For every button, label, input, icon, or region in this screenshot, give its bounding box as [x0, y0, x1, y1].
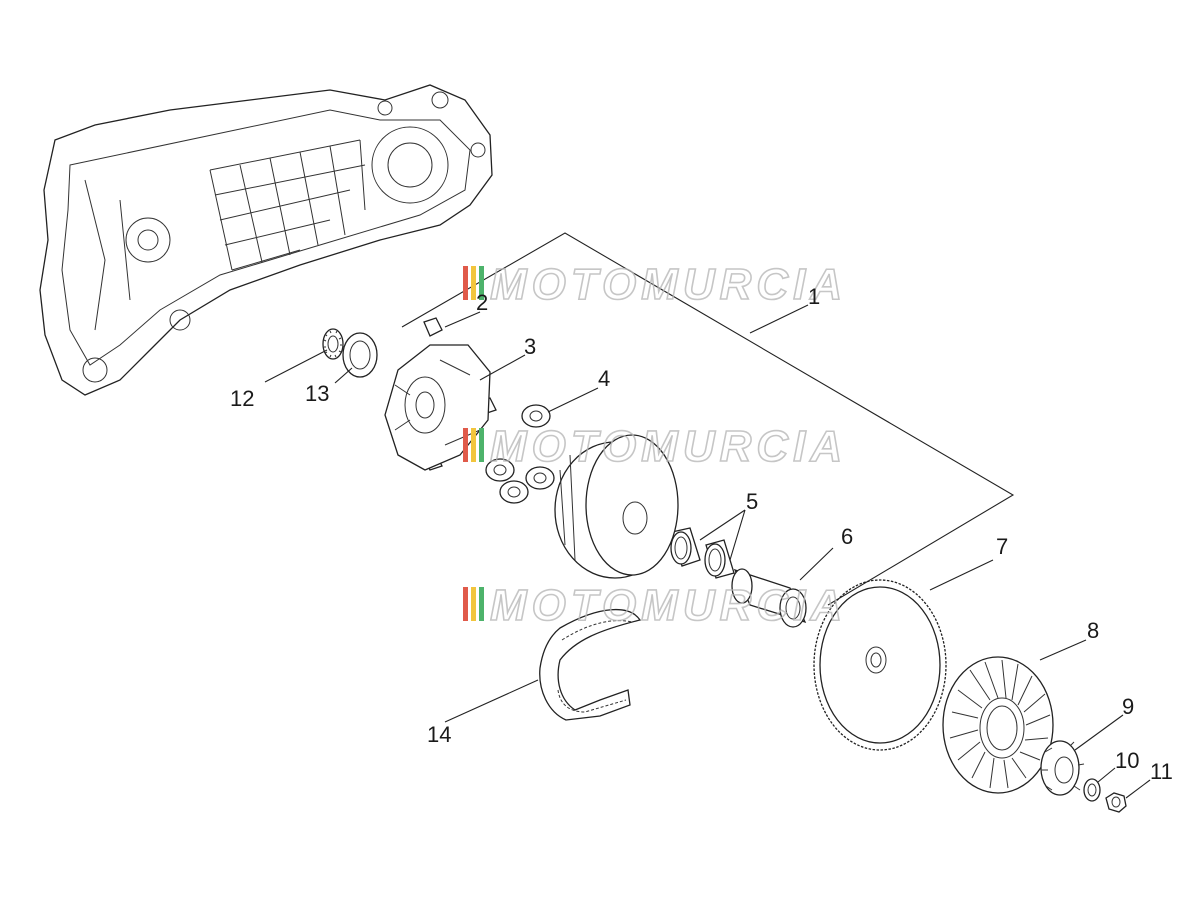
watermark-top: MOTOMURCIA	[463, 259, 847, 310]
callout-6: 6	[841, 524, 853, 549]
callout-2: 2	[476, 290, 488, 315]
part-8-cooling-fan	[942, 656, 1054, 794]
part-9-hub-nut	[1040, 740, 1085, 796]
part-12-bearing	[322, 328, 344, 360]
callout-4: 4	[598, 366, 610, 391]
callout-11: 11	[1150, 759, 1173, 784]
callout-8: 8	[1087, 618, 1099, 643]
callout-labels: 1 2 3 4 5 6 7 8 9 10 11 12 13 14	[230, 284, 1173, 784]
callout-10: 10	[1115, 748, 1139, 773]
leader-lines	[264, 311, 1151, 799]
watermark-middle: MOTOMURCIA	[463, 421, 847, 472]
part-13-seal-ring	[342, 332, 378, 378]
callout-12: 12	[230, 386, 254, 411]
callout-5: 5	[746, 489, 758, 514]
watermark-bottom: MOTOMURCIA	[463, 580, 847, 631]
callout-9: 9	[1122, 694, 1134, 719]
callout-7: 7	[996, 534, 1008, 559]
part-10-washer	[1083, 778, 1101, 802]
watermark-text: MOTOMURCIA	[490, 422, 847, 471]
callout-1: 1	[808, 284, 820, 309]
part-4-rollers	[485, 404, 555, 504]
crankcase-cover	[39, 84, 493, 396]
part-6-spacer-sleeve	[731, 568, 807, 628]
watermark-text: MOTOMURCIA	[490, 260, 847, 309]
watermark-text: MOTOMURCIA	[490, 581, 847, 630]
part-7-fixed-pulley	[813, 579, 947, 751]
callout-13: 13	[305, 381, 329, 406]
callout-14: 14	[427, 722, 451, 747]
part-14-drive-belt	[539, 609, 642, 721]
part-5-bushings	[670, 527, 735, 579]
movable-pulley-half	[554, 434, 679, 579]
part-11-nut	[1105, 792, 1127, 813]
callout-3: 3	[524, 334, 536, 359]
